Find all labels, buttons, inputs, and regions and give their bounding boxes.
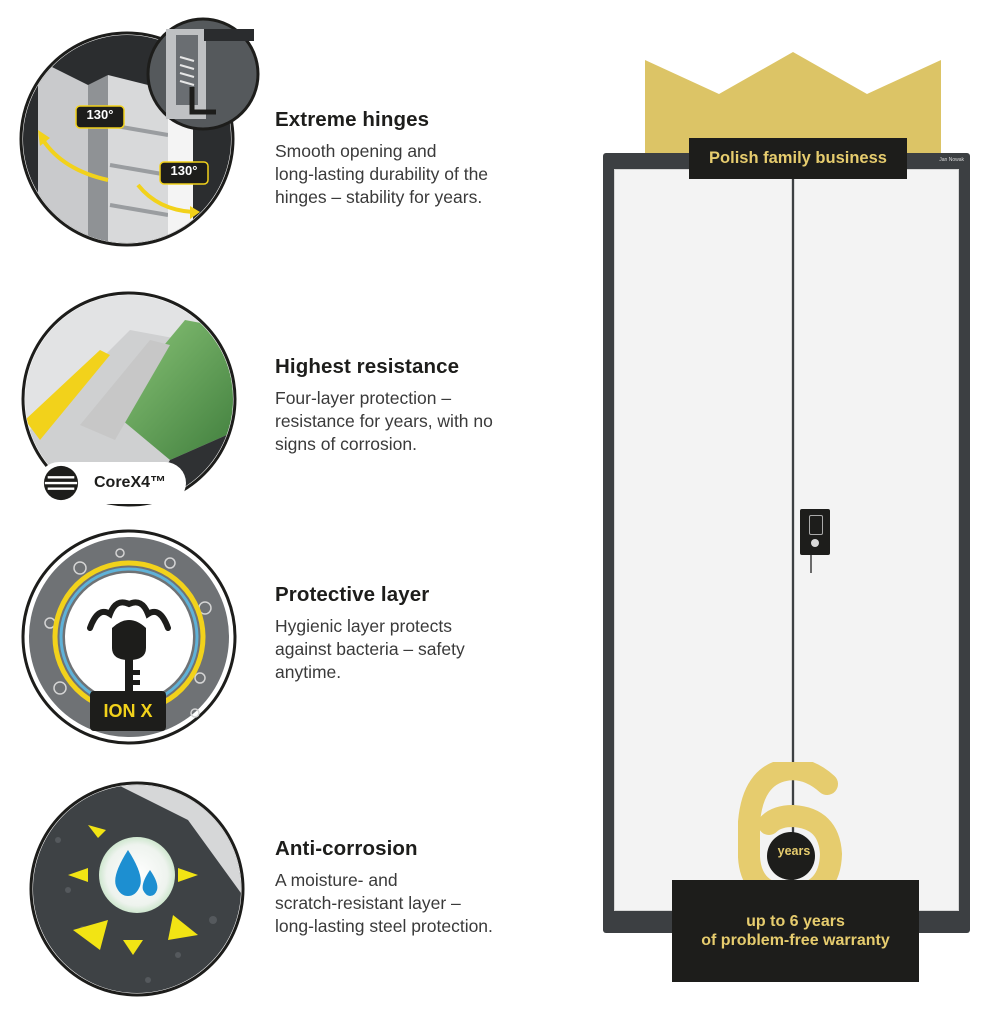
angle-label-left: 130° [86, 107, 114, 122]
feature-description: Hygienic layer protects against bacteria… [275, 616, 465, 682]
layers-icon [20, 290, 238, 508]
key-icon [811, 539, 819, 547]
feature-anti-corrosion: Anti-corrosion A moisture- and scratch-r… [275, 837, 545, 938]
corex4-logo-icon [43, 465, 79, 501]
feature-title: Anti-corrosion [275, 837, 418, 860]
feature-hinges: Extreme hinges Smooth opening and long-l… [275, 108, 545, 209]
warranty-line-1: up to 6 years [746, 913, 845, 930]
feature-description: Four-layer protection – resistance for y… [275, 388, 493, 454]
corex4-label: CoreX4™ [94, 474, 167, 491]
crown-icon [645, 52, 941, 156]
feature-description: Smooth opening and long-lasting durabili… [275, 141, 489, 207]
feature-title: Protective layer [275, 583, 430, 606]
angle-label-right: 130° [170, 163, 198, 178]
warranty-years-label: years [777, 844, 811, 858]
hinge-detail-inset [146, 17, 260, 131]
key-stem [810, 555, 812, 573]
ionx-badge: ION X [90, 691, 166, 731]
ionx-shield-icon [20, 528, 238, 746]
warranty-line-2: of problem-free warranty [701, 932, 890, 949]
feature-resistance: Highest resistance Four-layer protection… [275, 355, 545, 456]
feature-title: Highest resistance [275, 355, 460, 378]
lock-icon [800, 509, 830, 555]
warranty-badge: up to 6 years of problem-free warranty [672, 880, 919, 982]
water-drop-icon [28, 780, 246, 998]
ionx-label: ION X [103, 700, 153, 721]
feature-title: Extreme hinges [275, 108, 430, 131]
family-business-badge: Polish family business [689, 138, 907, 179]
metal-cabinet: Jan Nowak [603, 153, 970, 933]
corex4-badge: CoreX4™ [38, 462, 186, 504]
brand-mark: Jan Nowak [939, 157, 964, 163]
feature-description: A moisture- and scratch-resistant layer … [275, 870, 493, 936]
feature-protective-layer: Protective layer Hygienic layer protects… [275, 583, 545, 684]
